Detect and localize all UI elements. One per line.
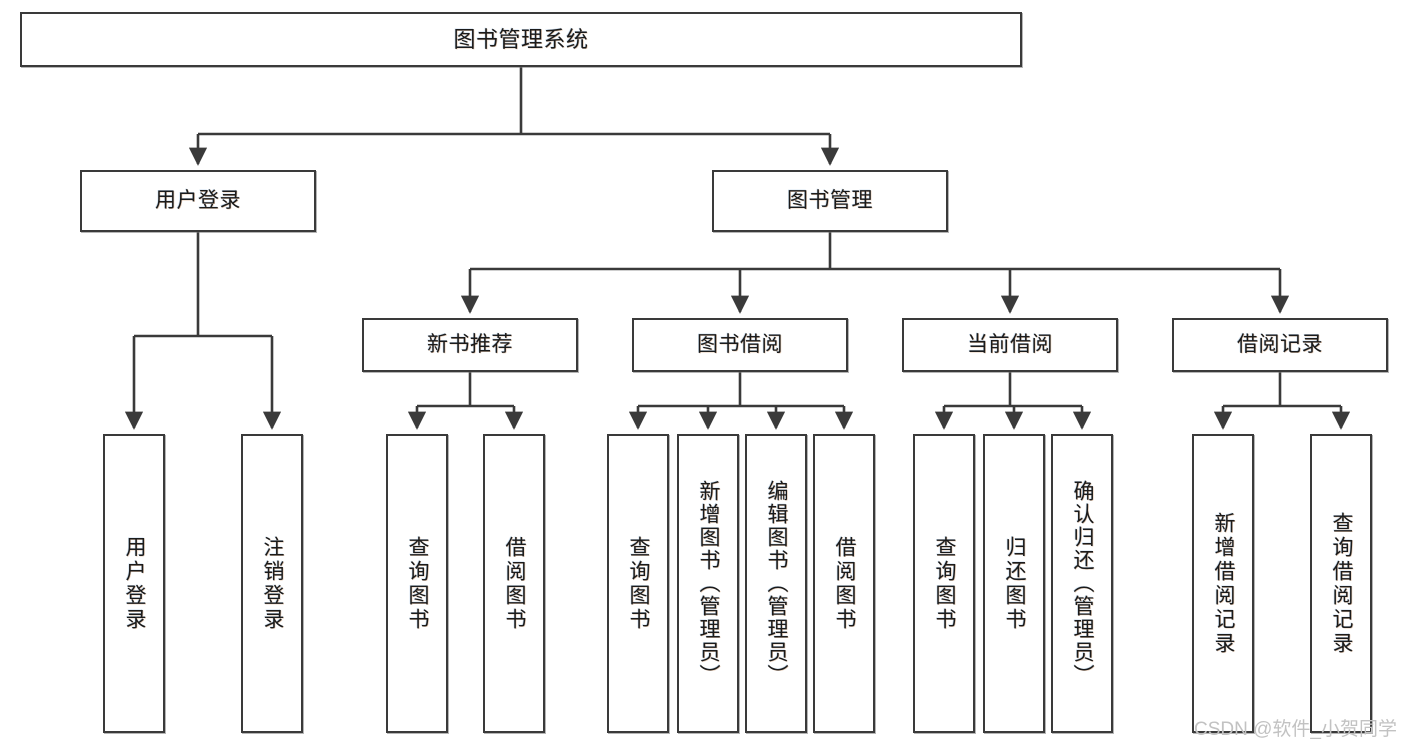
- node-book-manage[interactable]: 图书管理: [712, 170, 948, 232]
- node-root[interactable]: 图书管理系统: [20, 12, 1022, 67]
- node-label: 借阅图书: [833, 535, 857, 632]
- node-label: 用户登录: [123, 535, 147, 632]
- node-leaf-borrow-book-rec[interactable]: 借阅图书: [483, 434, 545, 733]
- node-label: 编辑图书（管理员）: [765, 480, 789, 687]
- node-label: 确认归还（管理员）: [1071, 480, 1095, 687]
- node-label: 查询借阅记录: [1330, 511, 1354, 656]
- node-leaf-user-login[interactable]: 用户登录: [103, 434, 165, 733]
- node-leaf-add-book[interactable]: 新增图书（管理员）: [677, 434, 739, 733]
- node-new-book-rec[interactable]: 新书推荐: [362, 318, 578, 372]
- node-label: 图书管理: [787, 188, 873, 212]
- node-leaf-query-book-cur[interactable]: 查询图书: [913, 434, 975, 733]
- node-label: 新增借阅记录: [1212, 511, 1236, 656]
- node-label: 查询图书: [406, 535, 430, 632]
- node-label: 当前借阅: [967, 332, 1053, 356]
- node-leaf-logout[interactable]: 注销登录: [241, 434, 303, 733]
- node-label: 查询图书: [933, 535, 957, 632]
- node-label: 注销登录: [261, 535, 285, 632]
- node-leaf-borrow-book[interactable]: 借阅图书: [813, 434, 875, 733]
- node-leaf-query-book-rec[interactable]: 查询图书: [386, 434, 448, 733]
- node-label: 查询图书: [627, 535, 651, 632]
- node-book-borrow[interactable]: 图书借阅: [632, 318, 848, 372]
- node-label: 用户登录: [155, 188, 241, 212]
- node-label: 新增图书（管理员）: [697, 480, 721, 687]
- node-label: 图书管理系统: [453, 26, 589, 52]
- node-leaf-add-record[interactable]: 新增借阅记录: [1192, 434, 1254, 733]
- node-label: 借阅记录: [1237, 332, 1323, 356]
- node-label: 新书推荐: [427, 332, 513, 356]
- node-leaf-confirm-return[interactable]: 确认归还（管理员）: [1051, 434, 1113, 733]
- node-leaf-edit-book[interactable]: 编辑图书（管理员）: [745, 434, 807, 733]
- node-label: 图书借阅: [697, 332, 783, 356]
- node-borrow-record[interactable]: 借阅记录: [1172, 318, 1388, 372]
- node-leaf-query-book-borrow[interactable]: 查询图书: [607, 434, 669, 733]
- node-label: 借阅图书: [503, 535, 527, 632]
- node-label: 归还图书: [1003, 535, 1027, 632]
- csdn-watermark: CSDN @软件_小贺同学: [1194, 719, 1397, 740]
- node-leaf-query-record[interactable]: 查询借阅记录: [1310, 434, 1372, 733]
- node-current-borrow[interactable]: 当前借阅: [902, 318, 1118, 372]
- node-user-login[interactable]: 用户登录: [80, 170, 316, 232]
- node-leaf-return-book[interactable]: 归还图书: [983, 434, 1045, 733]
